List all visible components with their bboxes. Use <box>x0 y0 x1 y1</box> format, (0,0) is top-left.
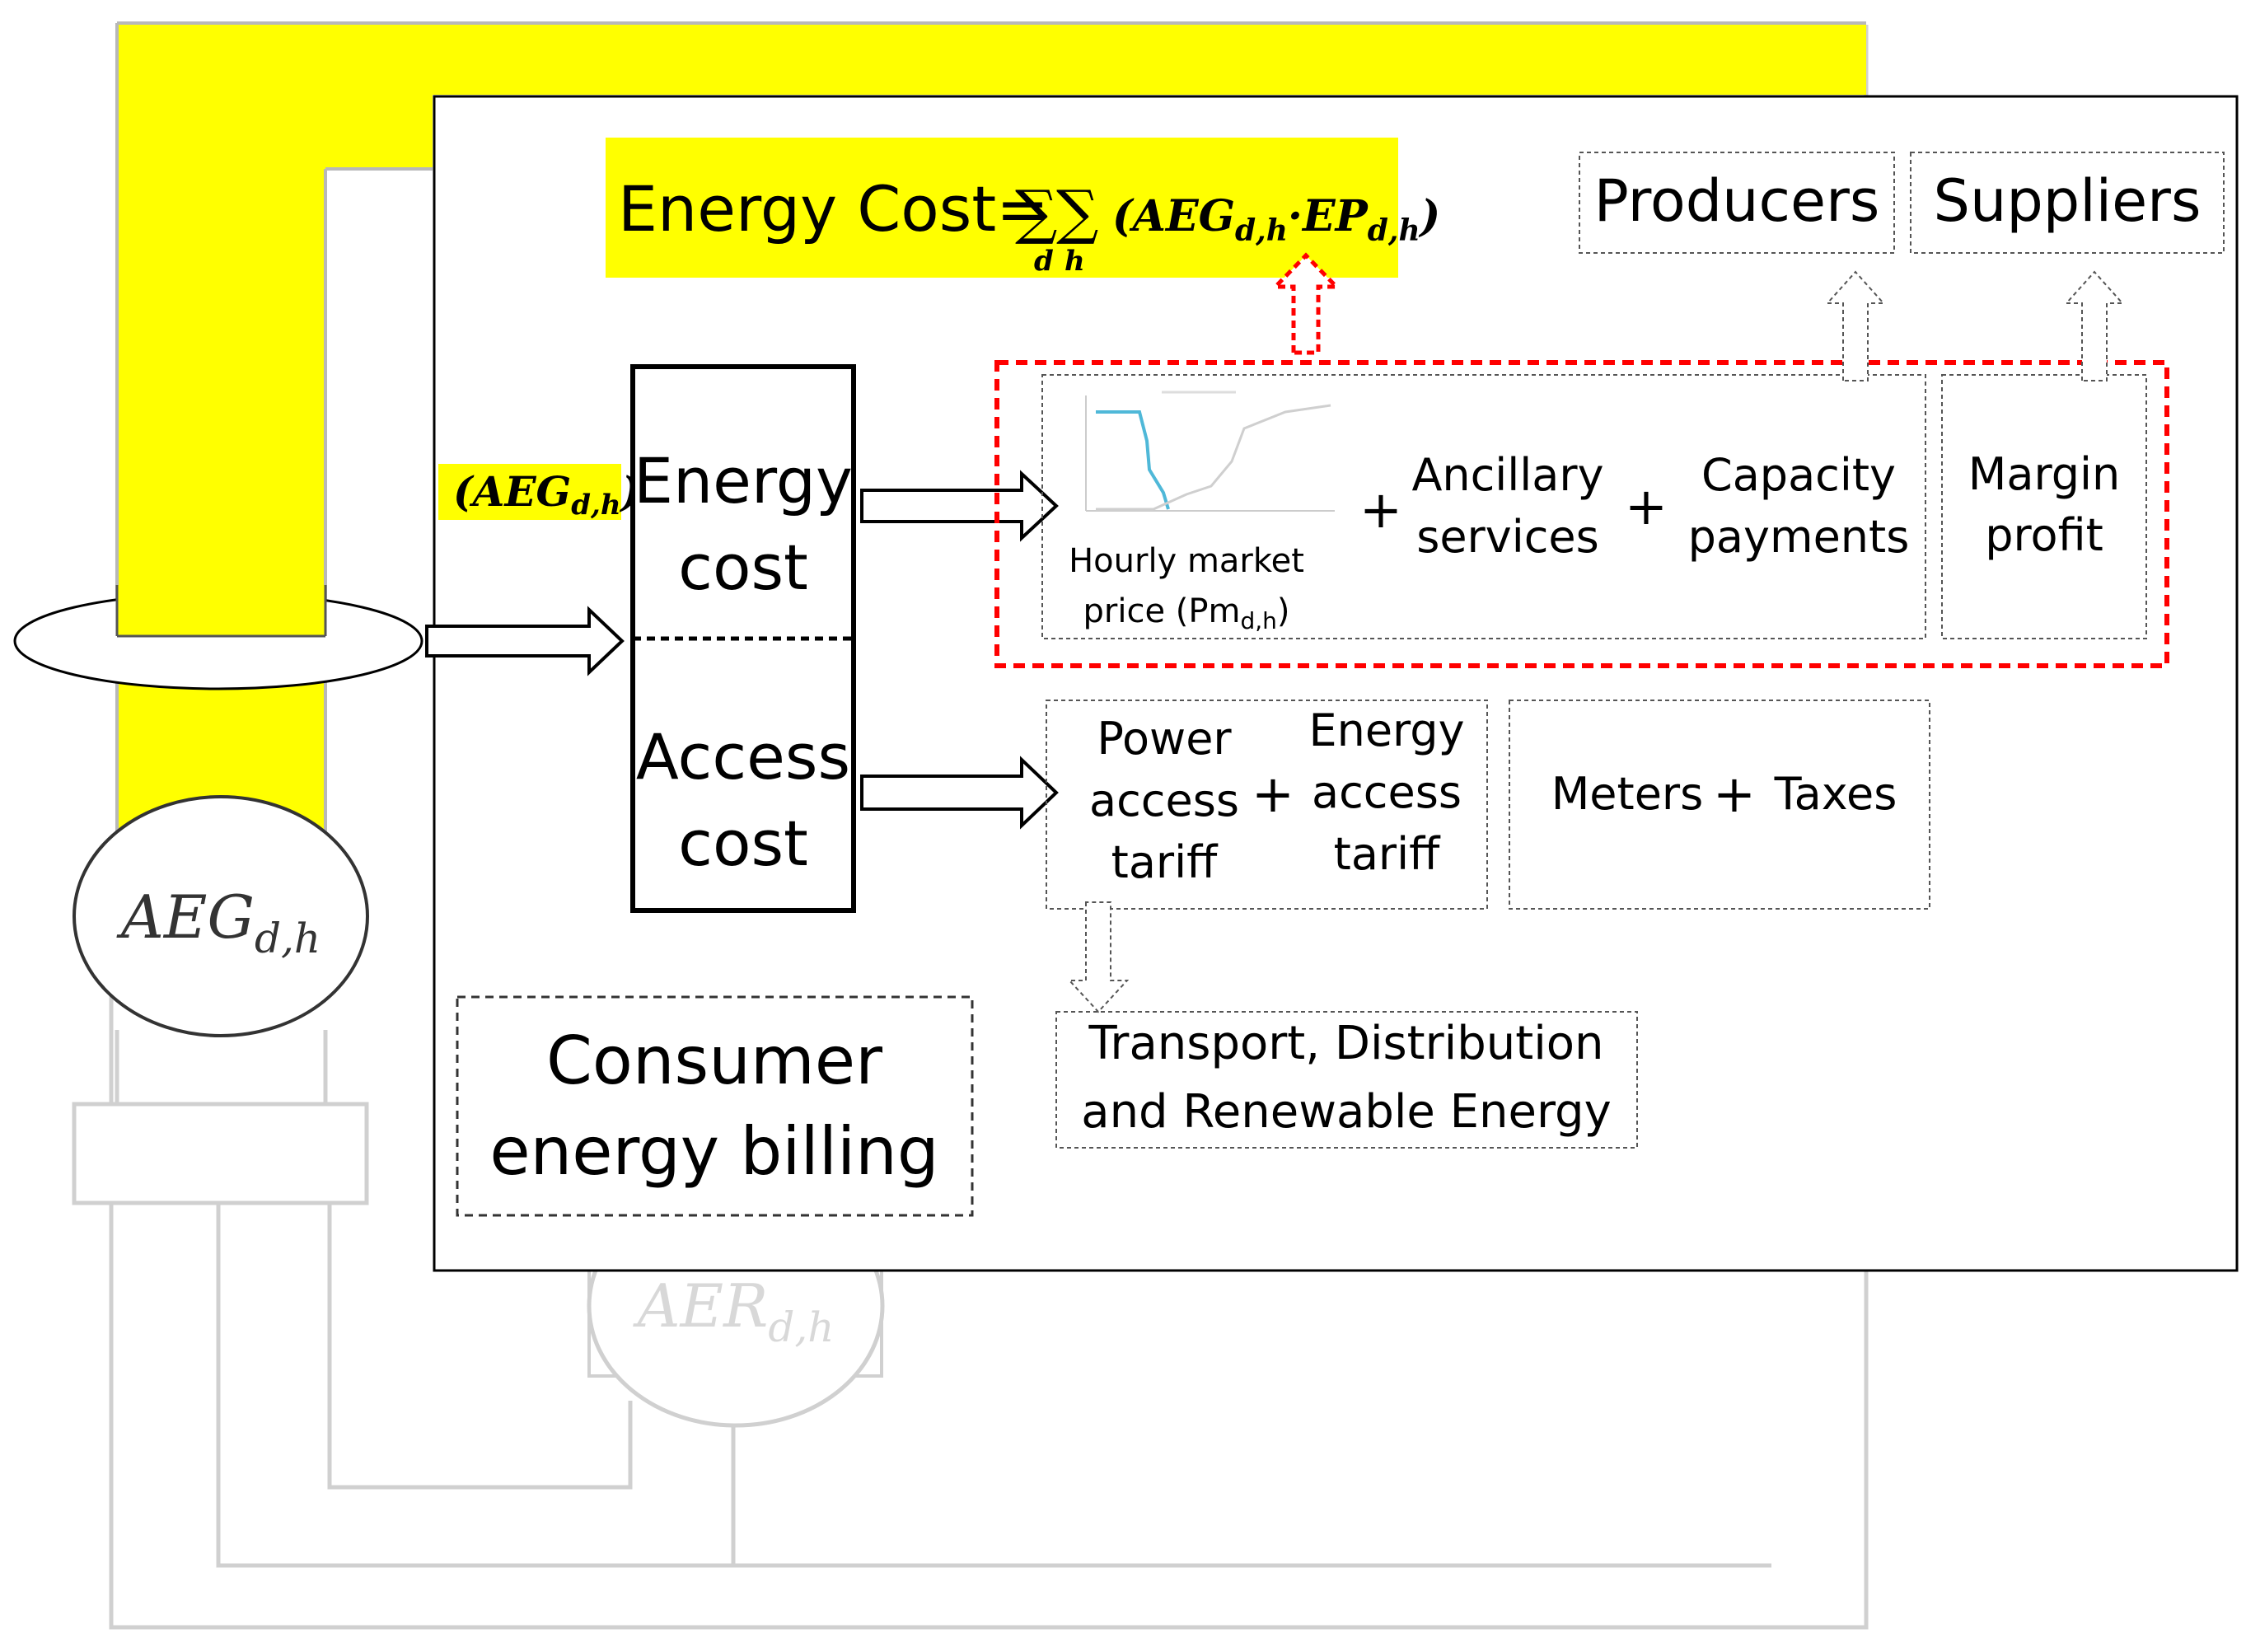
arrow-access-to-tariffs <box>860 756 1059 830</box>
margin-line2: profit <box>1985 509 2103 561</box>
energy-tariff-line2: access <box>1312 766 1462 818</box>
taxes-label: Taxes <box>1774 768 1897 820</box>
formula-product: (AEGd,h·EPd,h) <box>1112 191 1440 248</box>
arrow-tariffs-to-transport <box>1067 901 1130 1013</box>
power-tariff-line2: access <box>1089 775 1239 826</box>
energy-components-group <box>994 360 2169 668</box>
energy-cost-line1: Energy <box>634 444 853 517</box>
aeg-meter <box>73 795 369 1037</box>
sum-symbol-h: ∑ <box>1056 177 1098 246</box>
hourly-price-label-line1: Hourly market <box>1069 542 1304 580</box>
margin-box <box>1941 374 2147 639</box>
sum-index-h: h <box>1065 245 1085 278</box>
energy-tariff-line3: tariff <box>1334 828 1441 880</box>
billing-line1: Consumer <box>546 1023 882 1099</box>
transport-line2: and Renewable Energy <box>1081 1085 1611 1139</box>
yellow-conductor-shape <box>117 23 1866 832</box>
chart-supply-curve <box>1096 404 1331 511</box>
sum-index-d: d <box>1034 245 1054 278</box>
suppliers-label: Suppliers <box>1934 167 2202 235</box>
ancillary-line2: services <box>1416 511 1599 563</box>
suppliers-box <box>1910 152 2225 254</box>
transport-box <box>1055 1011 1638 1149</box>
aer-meter-label: AERd,h <box>633 1271 835 1351</box>
aeg-input-highlight <box>438 464 621 520</box>
capacity-line2: payments <box>1688 511 1910 563</box>
access-tariffs-box <box>1046 700 1488 910</box>
energy-tariff-line1: Energy <box>1308 704 1464 756</box>
aeg-meter-label: AEGd,h <box>116 882 321 962</box>
chart-demand-curve <box>1096 410 1170 510</box>
circuit-mid-wire <box>216 1203 736 1568</box>
yellow-conductor <box>115 21 1866 832</box>
arrow-energy-to-market <box>860 470 1059 542</box>
producers-label: Producers <box>1594 167 1880 235</box>
arrow-clamp-to-cost <box>425 606 625 676</box>
power-tariff-line1: Power <box>1097 713 1232 765</box>
plus-ancillary-capacity: + <box>1625 476 1668 536</box>
arrow-margin-to-suppliers <box>2064 270 2125 381</box>
meters-taxes-box <box>1509 700 1930 910</box>
plus-power-energy: + <box>1252 764 1294 824</box>
transport-line1: Transport, Distribution <box>1088 1017 1603 1070</box>
energy-cost-line2: cost <box>678 531 808 604</box>
consumer-billing-box <box>456 995 974 1217</box>
circuit-inner-wire <box>327 1203 633 1490</box>
meters-label: Meters <box>1551 768 1704 820</box>
producers-box <box>1579 152 1895 254</box>
formula-label: Energy Cost= <box>618 172 1049 246</box>
plus-market-ancillary: + <box>1359 480 1402 540</box>
clamp-conductor-segment <box>117 585 325 636</box>
access-cost-line1: Access <box>636 720 850 793</box>
arrow-group-to-formula <box>1270 252 1341 355</box>
capacity-line1: Capacity <box>1701 449 1896 501</box>
arrow-market-to-producers <box>1825 270 1886 381</box>
market-components-box <box>1041 374 1926 639</box>
hourly-price-label-line2: price (Pmd,h) <box>1083 592 1290 634</box>
margin-line1: Margin <box>1968 448 2120 500</box>
meter-box-lower <box>72 1102 369 1205</box>
price-chart-thumbnail <box>1085 391 1335 512</box>
plus-meters-taxes: + <box>1713 764 1756 824</box>
access-cost-line2: cost <box>678 807 808 880</box>
billing-line2: energy billing <box>489 1113 938 1190</box>
sum-symbol-d: ∑ <box>1015 177 1057 246</box>
power-tariff-line3: tariff <box>1111 836 1219 888</box>
formula-highlight <box>606 138 1398 278</box>
ancillary-line1: Ancillary <box>1411 449 1603 501</box>
aeg-input-label: (AEGd,h) <box>453 467 640 522</box>
